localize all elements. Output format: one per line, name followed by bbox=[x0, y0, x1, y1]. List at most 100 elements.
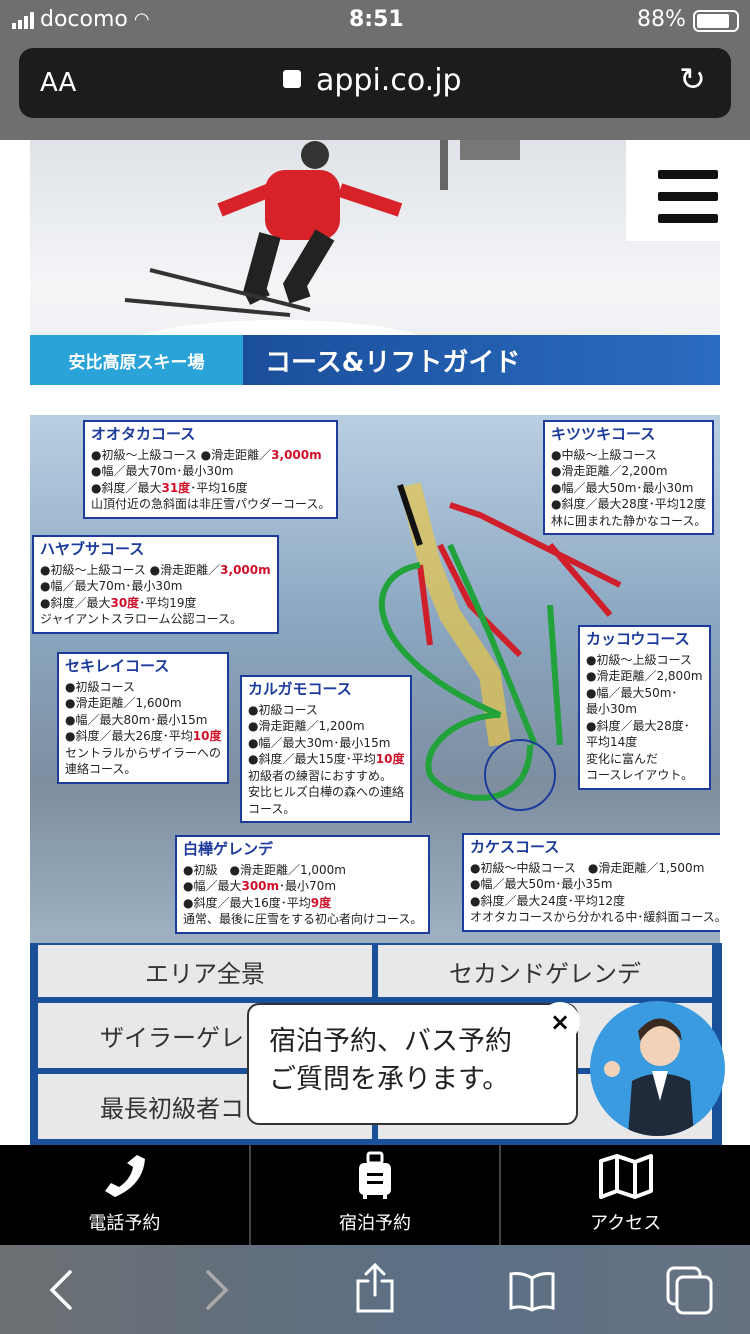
bookmarks-icon[interactable] bbox=[508, 1270, 556, 1312]
course-info-kakesu[interactable]: カケスコース ●初級～中級コース ●滑走距離／1,500m●幅／最大50m･最小… bbox=[462, 833, 720, 932]
course-name: カルガモコース bbox=[248, 680, 352, 698]
chat-bubble[interactable]: 宿泊予約、バス予約 ご質問を承ります。 bbox=[247, 1003, 578, 1125]
course-map: オオタカコース ●初級～上級コース ●滑走距離／3,000m ●幅／最大70m･… bbox=[30, 415, 720, 943]
course-info-shirakaba[interactable]: 白樺ゲレンデ ●初級 ●滑走距離／1,000m ●幅／最大300m･最小70m … bbox=[175, 835, 431, 934]
bottom-nav: 電話予約 宿泊予約 アクセス bbox=[0, 1145, 750, 1245]
course-detail-text: ･平均16度 bbox=[190, 480, 248, 495]
course-name: キツツキコース bbox=[551, 425, 656, 443]
course-detail-text: ●斜度／最大26度･平均 bbox=[65, 729, 193, 743]
course-detail-text: コース。 bbox=[248, 801, 296, 816]
course-detail-text: ●滑走距離／1,600m bbox=[65, 696, 182, 710]
staff-avatar-icon bbox=[604, 1018, 694, 1136]
battery-icon bbox=[693, 10, 739, 32]
hamburger-menu-button[interactable] bbox=[626, 140, 720, 241]
close-chat-button[interactable]: × bbox=[540, 1002, 580, 1042]
course-detail-text: 初級者の練習におすすめ。 bbox=[248, 768, 393, 783]
course-detail-text: ●初級～上級コース ●滑走距離／ bbox=[40, 562, 221, 577]
course-detail-text: ●滑走距離／1,200m bbox=[248, 719, 365, 733]
carrier-name: docomo bbox=[40, 7, 128, 32]
course-detail-text: ●幅／最大30m･最小15m bbox=[248, 735, 391, 750]
course-detail-text: ●初級 ●滑走距離／1,000m bbox=[183, 862, 346, 877]
course-detail-text: ･平均19度 bbox=[139, 595, 197, 610]
course-detail-text: ●滑走距離／2,800m bbox=[586, 669, 703, 683]
course-detail-text: ●斜度／最大15度･平均10度 bbox=[248, 751, 404, 768]
carrier: docomo ◠ bbox=[12, 7, 150, 32]
course-detail-text: 平均14度 bbox=[586, 735, 638, 749]
course-detail-text: 通常、最後に圧雪をする初心者向けコース。 bbox=[183, 912, 423, 926]
nav-lodging-reservation[interactable]: 宿泊予約 bbox=[251, 1145, 502, 1245]
wifi-icon: ◠ bbox=[133, 9, 150, 30]
course-detail-text: 10度 bbox=[375, 752, 405, 766]
course-name: カケスコース bbox=[470, 838, 560, 856]
course-detail-text: ●中級～上級コース bbox=[551, 447, 657, 462]
chat-avatar[interactable] bbox=[590, 1001, 725, 1136]
course-detail-text: ●滑走距離／2,200m bbox=[551, 464, 668, 478]
course-detail-text: 9度 bbox=[310, 895, 332, 910]
course-detail-text: 林に囲まれた静かなコース。 bbox=[551, 513, 707, 528]
course-detail-text: 最小30m bbox=[586, 702, 637, 716]
forward-icon[interactable] bbox=[204, 1270, 230, 1310]
text-size-button[interactable]: AA bbox=[40, 68, 77, 98]
course-detail-text: 300m bbox=[241, 879, 280, 893]
map-icon bbox=[598, 1154, 653, 1199]
course-detail-text: ●初級～上級コース ●滑走距離／ bbox=[91, 447, 272, 462]
menu-icon bbox=[658, 170, 718, 179]
tabs-icon[interactable] bbox=[665, 1265, 715, 1315]
course-detail-text: セントラルからザイラーへの bbox=[65, 745, 222, 760]
url-text[interactable]: appi.co.jp bbox=[316, 63, 462, 98]
course-lines bbox=[378, 482, 622, 811]
course-info-hayabusa[interactable]: ハヤブサコース ●初級～上級コース ●滑走距離／3,000m ●幅／最大70m･… bbox=[32, 535, 279, 634]
status-bar: docomo ◠ 8:51 88% AA appi.co.jp ↻ bbox=[0, 0, 750, 140]
nav-label: 宿泊予約 bbox=[339, 1213, 411, 1234]
course-detail-text: ●斜度／最大24度･平均12度 bbox=[470, 893, 626, 908]
nav-label: 電話予約 bbox=[88, 1213, 161, 1234]
area-button-overview[interactable]: エリア全景 bbox=[38, 945, 372, 997]
course-info-otaka[interactable]: オオタカコース ●初級～上級コース ●滑走距離／3,000m ●幅／最大70m･… bbox=[83, 420, 339, 519]
page-title: コース&リフトガイド bbox=[243, 335, 720, 385]
course-detail-text: ●初級コース bbox=[65, 679, 135, 694]
course-detail-text: 山頂付近の急斜面は非圧雪パウダーコース。 bbox=[91, 497, 331, 511]
course-detail-text: オオタカコースから分かれる中･緩斜面コース。 bbox=[470, 910, 720, 924]
course-detail-text: ●斜度／最大15度･平均 bbox=[248, 752, 376, 766]
course-detail-text: ●斜度／最大 bbox=[91, 480, 162, 495]
course-info-sekirei[interactable]: セキレイコース ●初級コース ●滑走距離／1,600m ●幅／最大80m･最小15m… bbox=[57, 652, 230, 784]
reload-icon[interactable]: ↻ bbox=[679, 60, 706, 98]
course-detail-text: 変化に富んだ bbox=[586, 751, 659, 766]
nav-label: アクセス bbox=[590, 1213, 662, 1234]
share-icon[interactable] bbox=[354, 1263, 396, 1313]
course-detail-text: ●初級～上級コース ●滑走距離／3,000m bbox=[40, 562, 271, 579]
course-detail-text: ●斜度／最大16度･平均 bbox=[183, 895, 311, 910]
signal-icon bbox=[12, 11, 34, 29]
course-detail-text: コースレイアウト。 bbox=[586, 768, 694, 782]
course-detail-text: ●幅／最大70m･最小30m bbox=[40, 579, 183, 593]
course-name: セキレイコース bbox=[65, 657, 170, 675]
url-bar[interactable]: AA appi.co.jp ↻ bbox=[19, 48, 731, 118]
course-detail-text: ･最小70m bbox=[279, 879, 337, 893]
course-detail-text: ●幅／最大70m･最小30m bbox=[91, 464, 234, 478]
chat-message-line: ご質問を承ります。 bbox=[269, 1064, 510, 1095]
course-detail-text: 30度 bbox=[110, 595, 140, 610]
course-info-kitsutsuki[interactable]: キツツキコース ●中級～上級コース ●滑走距離／2,200m ●幅／最大50m･最小… bbox=[543, 420, 715, 535]
area-button-second[interactable]: セカンドゲレンデ bbox=[378, 945, 712, 997]
phone-icon bbox=[105, 1155, 146, 1197]
nav-access[interactable]: アクセス bbox=[501, 1145, 750, 1245]
course-info-kakkou[interactable]: カッコウコース ●初級～上級コース●滑走距離／2,800m●幅／最大50m･最小… bbox=[578, 625, 711, 790]
course-detail-text: ●幅／最大 bbox=[183, 879, 242, 893]
course-name: ハヤブサコース bbox=[40, 540, 145, 558]
course-detail-text: ●斜度／最大30度･平均19度 bbox=[40, 595, 271, 612]
course-detail-text: ●幅／最大300m･最小70m bbox=[183, 878, 422, 895]
course-detail-text: ●幅／最大50m･最小30m bbox=[551, 480, 694, 495]
course-detail-text: ●幅／最大50m･最小35m bbox=[470, 877, 613, 891]
course-detail-text: ●斜度／最大31度･平均16度 bbox=[91, 480, 330, 497]
back-icon[interactable] bbox=[48, 1270, 74, 1310]
course-detail-text: ●幅／最大80m･最小15m bbox=[65, 712, 208, 727]
course-detail-text: 安比ヒルズ白樺の森への連絡 bbox=[248, 785, 405, 799]
nav-phone-reservation[interactable]: 電話予約 bbox=[0, 1145, 251, 1245]
chat-message-line: 宿泊予約、バス予約 bbox=[269, 1026, 512, 1057]
course-detail-text: ●幅／最大50m･ bbox=[586, 685, 678, 700]
course-detail-text: 3,000m bbox=[271, 447, 322, 462]
course-detail-text: ●初級～上級コース bbox=[586, 652, 692, 667]
course-info-karugamo[interactable]: カルガモコース ●初級コース●滑走距離／1,200m●幅／最大30m･最小15m… bbox=[240, 675, 413, 823]
course-name: 白樺ゲレンデ bbox=[183, 840, 274, 858]
battery-percent: 88% bbox=[637, 7, 686, 32]
